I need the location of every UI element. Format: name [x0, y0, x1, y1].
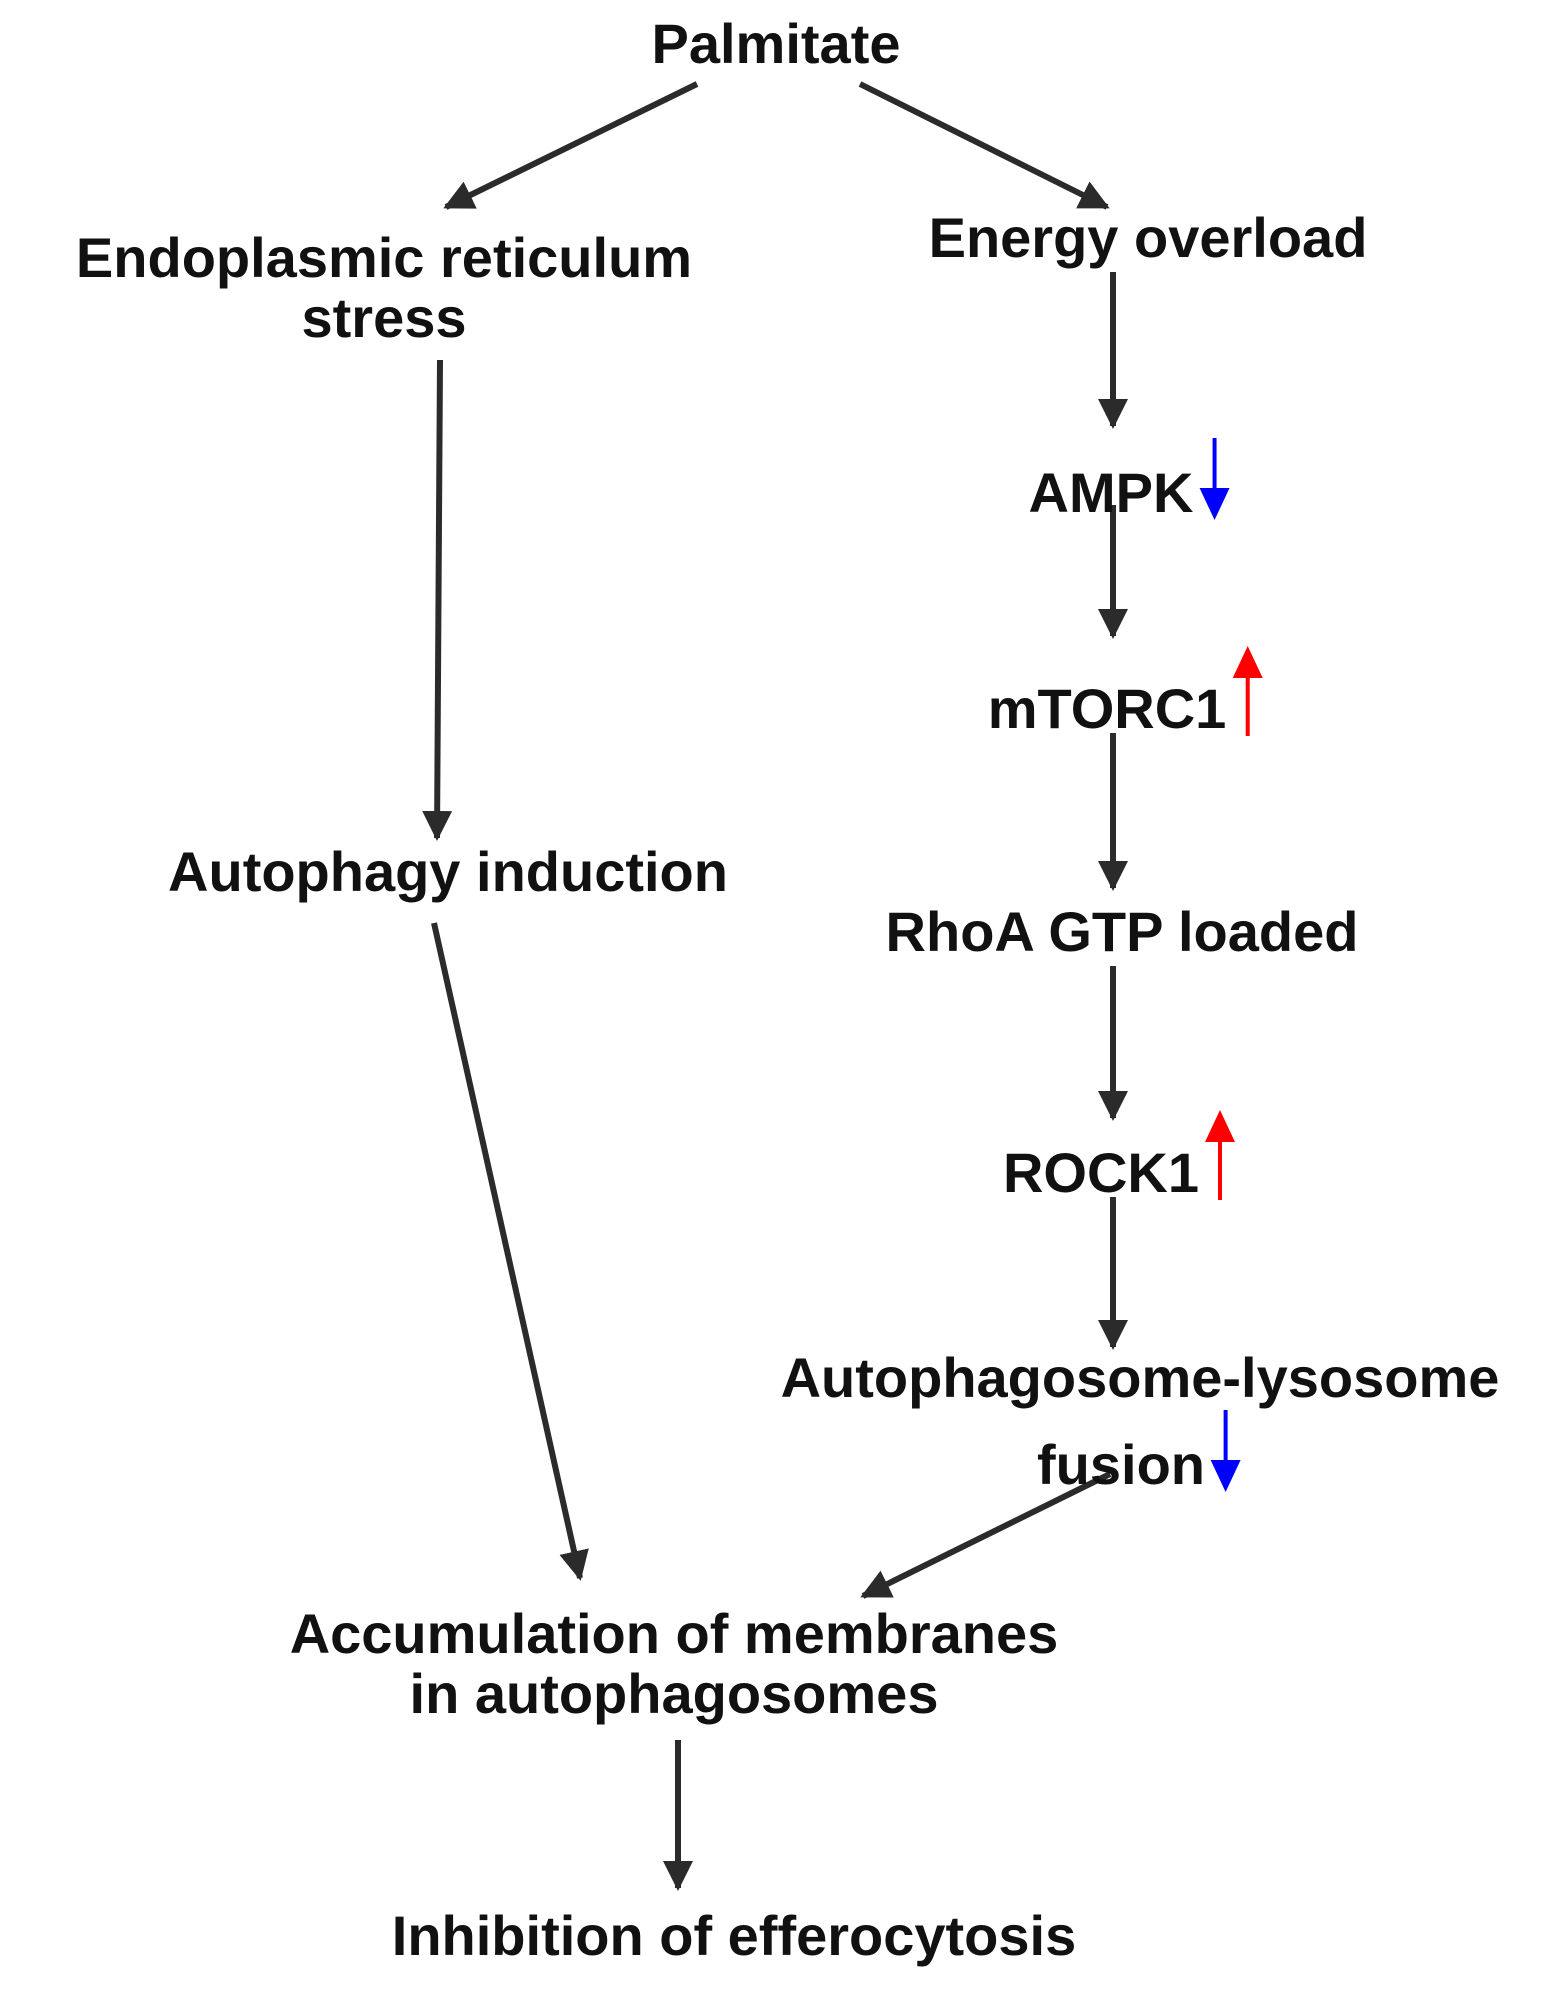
- node-rock1: ROCK1: [1003, 1108, 1237, 1203]
- node-rhoa-line-1: RhoA GTP loaded: [885, 900, 1359, 963]
- node-mtorc1: mTORC1: [988, 644, 1265, 739]
- red-up-arrow-icon: [1205, 1110, 1236, 1200]
- node-mtorc1-label: mTORC1: [987, 676, 1227, 740]
- node-fusion-line-2: fusion: [781, 1408, 1500, 1495]
- node-ampk-label: AMPK: [1028, 460, 1194, 524]
- arrow-palmitate-to-er-stress: [443, 81, 699, 210]
- node-inhibition-line-1: Inhibition of efferocytosis: [391, 1904, 1077, 1967]
- node-palmitate: Palmitate: [651, 12, 901, 75]
- node-autophagy-induction: Autophagy induction: [168, 840, 728, 903]
- node-rhoa: RhoA GTP loaded: [885, 900, 1359, 963]
- node-er-stress-line-1: Endoplasmic reticulum: [75, 226, 693, 289]
- node-energy-overload: Energy overload: [928, 206, 1368, 269]
- node-ampk: AMPK: [1029, 436, 1232, 523]
- node-palmitate-line-1: Palmitate: [651, 12, 901, 75]
- node-inhibition: Inhibition of efferocytosis: [391, 1904, 1077, 1967]
- node-fusion-label: fusion: [1037, 1433, 1205, 1497]
- blue-down-arrow-icon: [1210, 1410, 1241, 1493]
- node-rock1-label: ROCK1: [1002, 1140, 1200, 1204]
- arrow-autophagy-induction-to-accumulation: [431, 922, 589, 1581]
- arrow-er-stress-to-autophagy-induction: [422, 359, 453, 841]
- node-accumulation-line-1: Accumulation of membranes: [289, 1602, 1059, 1665]
- blue-down-arrow-icon: [1199, 438, 1230, 520]
- node-accumulation: Accumulation of membranes in autophagoso…: [289, 1602, 1059, 1726]
- node-energy-overload-line-1: Energy overload: [928, 206, 1368, 269]
- node-er-stress: Endoplasmic reticulum stress: [75, 226, 693, 350]
- node-fusion: Autophagosome-lysosome fusion: [780, 1346, 1500, 1496]
- node-autophagy-induction-line-1: Autophagy induction: [168, 840, 728, 903]
- arrow-palmitate-to-energy-overload: [858, 81, 1110, 210]
- red-up-arrow-icon: [1232, 646, 1263, 736]
- node-accumulation-line-2: in autophagosomes: [409, 1662, 939, 1726]
- node-fusion-line-1: Autophagosome-lysosome: [780, 1346, 1500, 1409]
- arrow-fusion-to-accumulation: [860, 1471, 1112, 1599]
- node-er-stress-line-2: stress: [301, 286, 467, 350]
